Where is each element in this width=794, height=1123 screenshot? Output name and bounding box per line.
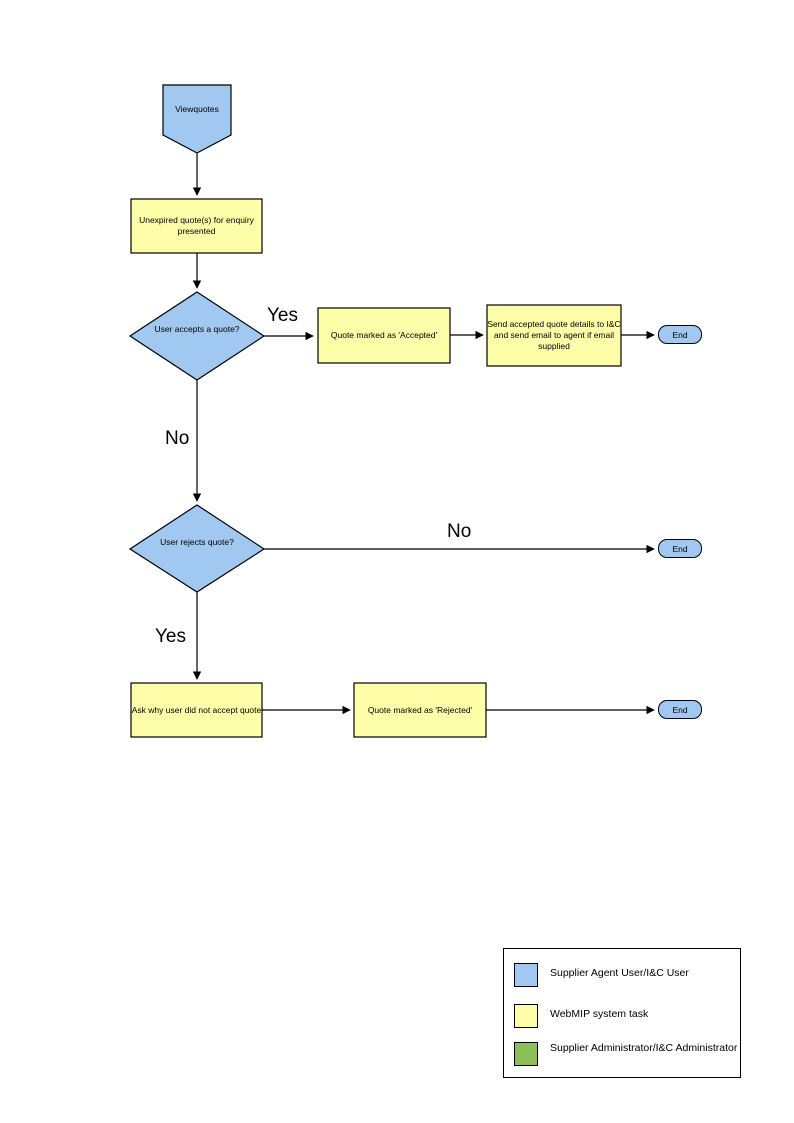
legend-swatch-blue	[514, 963, 538, 987]
node-send-details	[486, 304, 622, 367]
node-end-no-rejection: End	[658, 539, 702, 558]
legend-label-supplier-agent: Supplier Agent User/I&C User	[550, 967, 689, 979]
legend-item-supplier-admin: Supplier Administrator/I&C Administrator	[514, 1042, 737, 1066]
node-ask-why	[130, 682, 263, 738]
legend-label-supplier-admin: Supplier Administrator/I&C Administrator	[550, 1042, 738, 1054]
node-unexpired-quotes	[130, 198, 263, 254]
legend-item-supplier-agent: Supplier Agent User/I&C User	[514, 963, 689, 987]
edge-label-accepts-yes: Yes	[267, 305, 298, 326]
node-quote-accepted	[317, 307, 451, 364]
edge-label-rejects-no: No	[447, 521, 472, 542]
edge-label-rejects-yes: Yes	[155, 626, 186, 647]
node-decision-user-accepts	[128, 291, 266, 381]
node-ask-why-label: Ask why user did not accept quote	[131, 704, 262, 715]
legend-swatch-green	[514, 1042, 538, 1066]
legend-item-webmip: WebMIP system task	[514, 1004, 648, 1028]
node-end-rejected: End	[658, 700, 702, 719]
node-decision-accepts-label: User accepts a quote?	[154, 324, 240, 334]
node-quote-rejected	[353, 682, 487, 738]
edge-label-accepts-no: No	[165, 428, 190, 449]
legend-box: Supplier Agent User/I&C User WebMIP syst…	[503, 948, 741, 1078]
node-start-label: Viewquotes	[175, 104, 219, 114]
node-quote-rejected-label: Quote marked as 'Rejected'	[367, 704, 473, 715]
legend-swatch-yellow	[514, 1004, 538, 1028]
node-start-viewquotes	[162, 84, 232, 154]
node-unexpired-label: Unexpired quote(s) for enquiry presented	[139, 215, 254, 236]
legend-label-webmip: WebMIP system task	[550, 1008, 649, 1020]
node-end-accepted: End	[658, 325, 702, 344]
node-decision-user-rejects	[128, 504, 266, 593]
node-send-details-label: Send accepted quote details to I&C and s…	[487, 319, 621, 351]
node-decision-rejects-label: User rejects quote?	[160, 537, 234, 547]
node-quote-accepted-label: Quote marked as 'Accepted'	[330, 330, 438, 341]
